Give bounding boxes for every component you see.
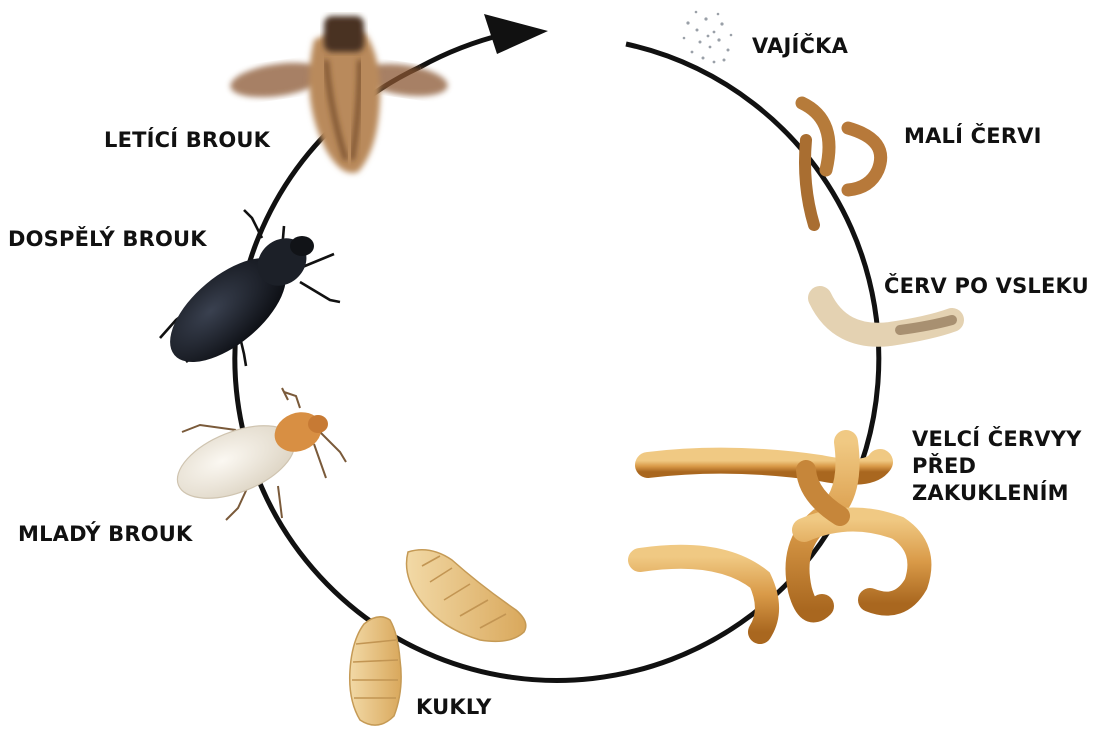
label-large-worms-line-1: VELCÍ ČERVYY	[912, 426, 1082, 453]
young-beetle-icon	[167, 388, 346, 520]
label-pupae: KUKLY	[416, 694, 492, 721]
label-small-worms: MALÍ ČERVI	[904, 123, 1042, 150]
label-young-beetle: MLADÝ BROUK	[18, 521, 193, 548]
molted-larva-icon	[820, 298, 952, 335]
label-molted-worm: ČERV PO VSLEKU	[884, 273, 1089, 300]
eggs-icon	[683, 11, 733, 64]
label-large-worms-line-3: ZAKUKLENÍM	[912, 480, 1082, 507]
label-flying-beetle: LETÍCÍ BROUK	[104, 127, 270, 154]
label-large-worms-line-2: PŘED	[912, 453, 1082, 480]
large-larva-icon	[640, 442, 919, 632]
label-eggs: VAJÍČKA	[752, 33, 848, 60]
label-large-worms: VELCÍ ČERVYY PŘED ZAKUKLENÍM	[912, 426, 1082, 507]
label-adult-beetle: DOSPĚLÝ BROUK	[8, 226, 207, 253]
